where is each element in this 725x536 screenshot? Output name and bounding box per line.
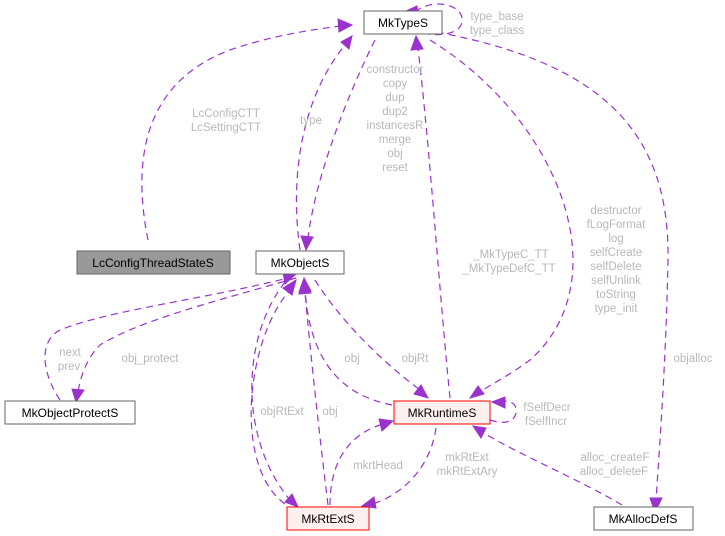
edge-mkobjects-to-mktypes-type [295, 35, 353, 251]
label-type: type [300, 115, 322, 127]
edge-mkrtexts-to-mkruntimes [329, 418, 395, 506]
node-mkallocdefs-label: MkAllocDefS [609, 512, 678, 526]
label-mktypec: _MkTypeC_TT [472, 249, 548, 261]
node-mkobjectprotects-label: MkObjectProtectS [22, 406, 119, 420]
label-destructor: destructor [590, 205, 641, 217]
label-mkrthead: mkrtHead [353, 460, 403, 472]
node-mkallocdefs[interactable]: MkAllocDefS [593, 506, 694, 531]
label-alloc-deletef: alloc_deleteF [580, 466, 648, 478]
node-mkruntimes-label: MkRuntimeS [408, 406, 477, 420]
node-mkobjectprotects[interactable]: MkObjectProtectS [4, 400, 136, 425]
label-merge: merge [379, 134, 412, 146]
label-instancesr: instancesR [367, 120, 424, 132]
edge-mkallocdefs-to-mkruntimes [471, 425, 623, 506]
edge-mktypes-to-mkallocdefs [424, 29, 669, 514]
label-tostring: toString [596, 289, 636, 301]
label-alloc-createf: alloc_createF [580, 452, 649, 464]
label-selfcreate: selfCreate [590, 247, 642, 259]
node-mkruntimes[interactable]: MkRuntimeS [393, 400, 491, 425]
edge-mkruntimes-self [489, 396, 517, 423]
label-dup2: dup2 [382, 106, 408, 118]
node-mktypes[interactable]: MkTypeS [363, 10, 443, 35]
label-mktypedefc: _MkTypeDefC_TT [461, 263, 555, 275]
edge-mktypes-to-mkruntimes [429, 39, 574, 399]
label-obj-runtime: obj [344, 353, 359, 365]
label-log: log [608, 233, 623, 245]
label-type-base: type_base [470, 11, 523, 23]
edge-mkobjects-to-mkrtexts [251, 281, 299, 508]
node-mkrtexts-label: MkRtExtS [301, 512, 354, 526]
label-type-init: type_init [595, 303, 639, 315]
label-obj: obj [387, 148, 402, 160]
label-mkrtextary: mkRtExtAry [437, 466, 498, 478]
node-mkobjects[interactable]: MkObjectS [255, 250, 345, 275]
label-obj-rtext: obj [322, 406, 337, 418]
node-lcconfigthreadstates[interactable]: LcConfigThreadStateS [76, 250, 231, 275]
edge-mkobjects-to-mkobjectprotects [71, 277, 297, 404]
label-copy: copy [383, 78, 408, 90]
edge-mkobjects-to-mkruntimes-objrt [314, 279, 430, 399]
label-type-class: type_class [470, 25, 525, 37]
edge-mktypes-to-mkobjects [300, 39, 376, 252]
label-lcconfigctt: LcConfigCTT [192, 108, 260, 120]
label-selfdelete: selfDelete [590, 261, 641, 273]
edge-mkruntimes-to-mktypes [410, 34, 451, 399]
label-mkrtext: mkRtExt [445, 452, 489, 464]
node-mktypes-label: MkTypeS [378, 16, 428, 30]
node-lcconfigthreadstates-label: LcConfigThreadStateS [92, 256, 213, 270]
label-reset: reset [382, 162, 408, 174]
edge-mkrtexts-to-mkobjects-objrtext [250, 278, 297, 511]
label-fselfdecr: fSelfDecr [523, 402, 570, 414]
label-prev: prev [58, 361, 81, 373]
label-lcsettingctt: LcSettingCTT [191, 122, 261, 134]
label-fselfincr: fSelfIncr [525, 416, 567, 428]
label-next: next [59, 347, 82, 359]
label-dup: dup [385, 92, 404, 104]
label-objalloc: objalloc [674, 353, 713, 365]
label-obj-protect: obj_protect [122, 353, 180, 365]
edge-lcconfig-to-mktypes [141, 18, 354, 241]
label-objrtext: objRtExt [260, 406, 304, 418]
node-mkobjects-label: MkObjectS [271, 256, 330, 270]
label-selfunlink: selfUnlink [591, 275, 641, 287]
edge-mkrtexts-to-mkobjects-obj [298, 278, 329, 506]
edge-mkruntimes-to-mkobjects-obj [298, 276, 393, 406]
label-constructor: constructor [367, 64, 424, 76]
node-mkrtexts[interactable]: MkRtExtS [286, 506, 370, 531]
label-flogformat: fLogFormat [587, 219, 647, 231]
label-objrt: objRt [402, 353, 430, 365]
